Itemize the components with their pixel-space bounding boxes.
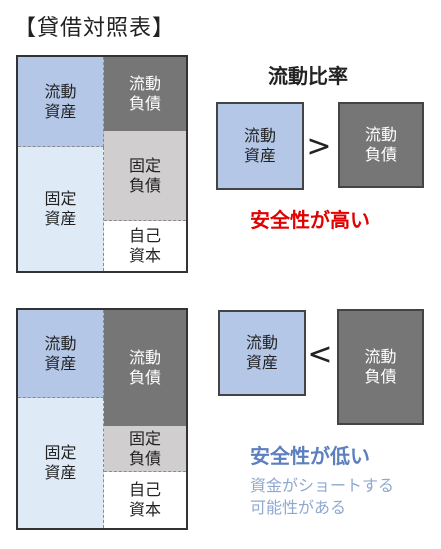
page-title: 【貸借対照表】	[14, 16, 176, 41]
less-than-symbol: <	[307, 337, 333, 372]
fixed-assets-block: 固定 資産	[18, 398, 104, 528]
high-safety-label: 安全性が高い	[250, 208, 370, 232]
balance-sheet-high: 流動 資産 固定 資産 流動 負債 固定 負債 自己 資本	[16, 55, 188, 273]
current-liabilities-box-bottom: 流動 負債	[337, 309, 424, 425]
fixed-liabilities-block: 固定 負債	[104, 426, 186, 472]
current-assets-box-bottom: 流動 資産	[218, 310, 306, 396]
current-assets-block: 流動 資産	[18, 57, 104, 147]
current-liabilities-block: 流動 負債	[104, 57, 186, 131]
greater-than-symbol: >	[306, 129, 332, 164]
ratio-heading: 流動比率	[268, 64, 348, 88]
fixed-assets-block: 固定 資産	[18, 147, 104, 271]
current-assets-block: 流動 資産	[18, 310, 104, 398]
low-safety-label: 安全性が低い	[250, 444, 370, 468]
current-liabilities-box-top: 流動 負債	[338, 102, 424, 188]
shortage-note: 資金がショートする 可能性がある	[250, 476, 395, 517]
current-liabilities-block: 流動 負債	[104, 310, 186, 426]
equity-block: 自己 資本	[104, 221, 186, 271]
current-assets-box-top: 流動 資産	[216, 102, 304, 190]
balance-sheet-low: 流動 資産 固定 資産 流動 負債 固定 負債 自己 資本	[16, 308, 188, 530]
fixed-liabilities-block: 固定 負債	[104, 131, 186, 221]
equity-block: 自己 資本	[104, 472, 186, 528]
